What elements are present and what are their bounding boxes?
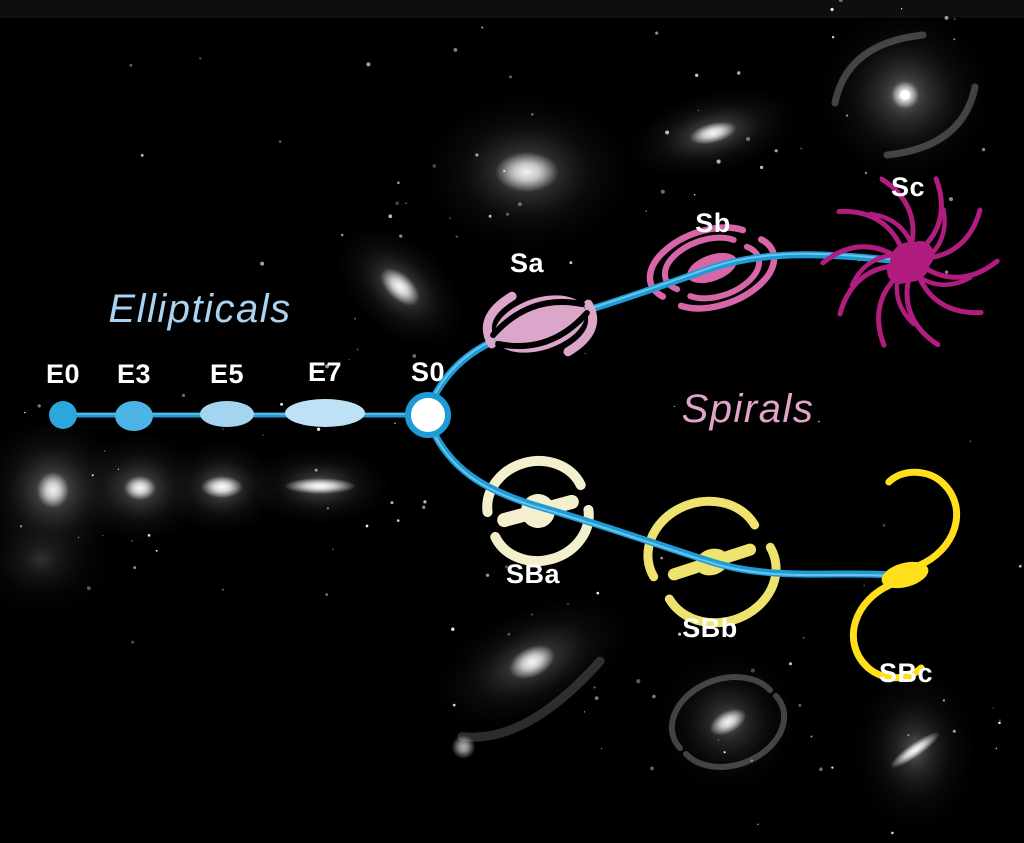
elliptical-galaxy-photo-E7	[248, 446, 392, 526]
label-sa: Sa	[510, 248, 545, 278]
e7-node	[285, 399, 365, 427]
star-field	[19, 0, 1022, 835]
sc-pinwheel-icon	[823, 179, 997, 345]
label-sbc: SBc	[879, 658, 933, 688]
barred-spiral-galaxy-photo-SBa	[434, 595, 630, 759]
label-e7: E7	[308, 357, 342, 387]
label-e3: E3	[117, 359, 151, 389]
label-sbb: SBb	[682, 613, 738, 643]
barred-spiral-galaxy-photo-SBb	[658, 652, 798, 792]
label-e5: E5	[210, 359, 244, 389]
label-sb: Sb	[695, 208, 731, 238]
label-sc: Sc	[891, 172, 925, 202]
label-s0: S0	[411, 357, 445, 387]
galaxy-photo-layer	[0, 9, 991, 832]
sbc-barred-spiral-icon	[839, 469, 970, 682]
s0-junction-node	[405, 392, 451, 438]
spirals-branch-label: Spirals	[682, 387, 815, 431]
elliptical-sequence-nodes	[49, 392, 451, 438]
ellipticals-branch-label: Ellipticals	[108, 287, 291, 331]
elliptical-galaxy-photo-E3	[76, 432, 204, 544]
lenticular-galaxy-photo-S0	[335, 224, 465, 350]
labels: Ellipticals Spirals E0 E3 E5 E7 S0 Sa Sb…	[46, 172, 933, 688]
sba-barred-spiral-icon	[482, 455, 594, 567]
elliptical-galaxy-photo-E5	[164, 439, 280, 535]
label-e0: E0	[46, 359, 80, 389]
top-haze	[0, 0, 1024, 18]
spiral-galaxy-photo-Sb	[627, 87, 799, 179]
sa-spiral-icon	[482, 291, 598, 357]
e3-node	[115, 401, 153, 431]
label-sba: SBa	[506, 559, 561, 589]
e5-node	[200, 401, 254, 427]
spiral-galaxy-photo-Sa	[422, 94, 632, 250]
e0-node	[49, 401, 77, 429]
barred-spiral-galaxy-photo-SBc	[853, 668, 977, 832]
spiral-galaxy-photo-Sc	[819, 9, 991, 181]
